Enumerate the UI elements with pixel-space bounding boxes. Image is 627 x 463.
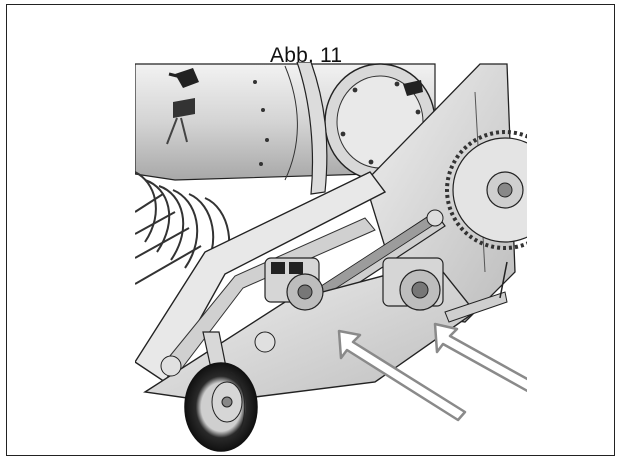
ground-wheel	[184, 331, 258, 452]
chain-sprocket	[445, 130, 527, 250]
figure-caption: Abb. 11	[270, 44, 343, 67]
machine-illustration	[135, 62, 527, 452]
hydraulic-motor-left	[264, 257, 324, 311]
arrow-icon	[337, 322, 527, 422]
pivot-hub	[160, 355, 182, 377]
frame-arm	[296, 62, 328, 195]
hydraulic-motor-right	[382, 257, 444, 311]
